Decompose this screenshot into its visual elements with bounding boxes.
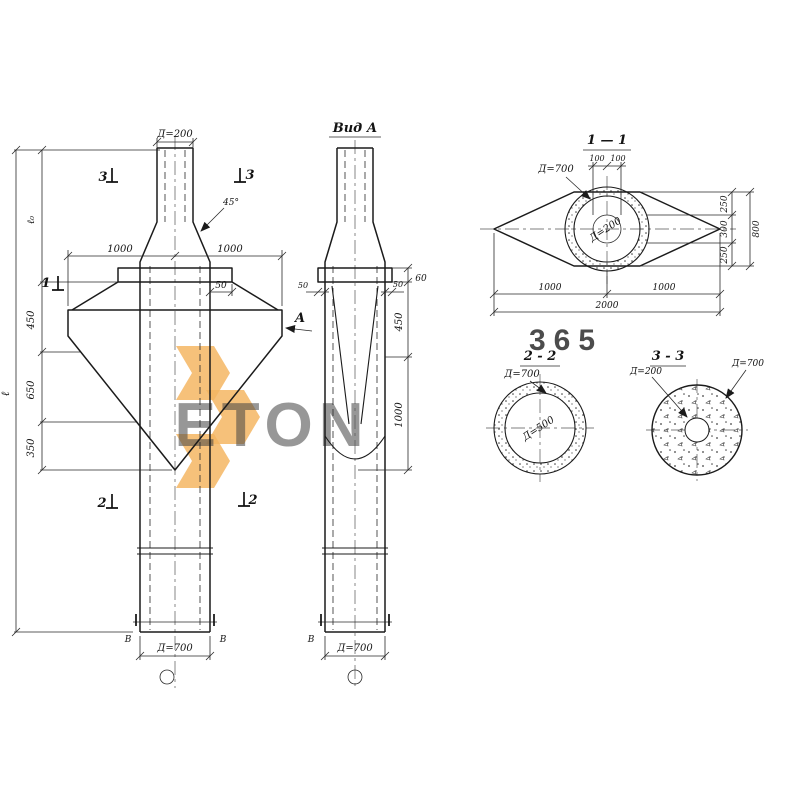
section-3-3-left-diameter-label: Д=200 (629, 367, 662, 377)
section-1-1: 1 — 1 Д=700 Д=200 100 100 250 300 250 80… (480, 133, 762, 317)
front-view-a-label: А (294, 311, 306, 326)
section-3-3-title: 3 - 3 (652, 349, 685, 364)
watermark-hexagon-icon (176, 434, 230, 488)
section-1-1-dim-2000: 2000 (595, 301, 619, 311)
side-hidden-lines (332, 150, 378, 630)
side-view-title: Вид А (332, 121, 378, 136)
section-1-1-hole-circle (592, 214, 622, 244)
front-dim-450: 450 (26, 310, 37, 331)
section-2-2-outer-diameter-label: Д=700 (503, 369, 540, 380)
section-1-1-dimension-ticks (489, 161, 755, 317)
section-3-3-leader-left (651, 376, 688, 418)
front-bottom-circle (159, 669, 175, 685)
front-top-diameter-label: Д=200 (156, 129, 193, 140)
watermark-letters: ETON (174, 391, 369, 460)
side-section-cut-marks (320, 614, 390, 626)
side-cone-silhouette (324, 285, 386, 460)
section-3-3: 3 - 3 Д=200 Д=700 (629, 349, 764, 481)
front-dim-650: 650 (26, 380, 37, 400)
side-dim-50-left: 50 (298, 281, 308, 290)
section-1-1-hexagon-outline (493, 191, 721, 267)
front-mark-b-right: В (219, 635, 227, 645)
watermark-number: 365 (529, 324, 603, 357)
section-1-1-dim-800: 800 (752, 220, 762, 237)
side-dim-50-right: 50 (393, 280, 403, 289)
section-2-2-inner-diameter-label: Д=500 (520, 414, 557, 444)
section-1-1-inner-diameter-label: Д=200 (587, 215, 624, 245)
front-flange (71, 267, 279, 311)
section-1-1-dim-1000-left: 1000 (539, 283, 562, 293)
front-dim-50: 50 (215, 281, 227, 291)
section-1-1-dim-250-bottom: 250 (720, 246, 730, 264)
front-mark-3-left: 3 (98, 170, 107, 185)
section-2-2-outer-circle (493, 381, 587, 475)
section-1-1-dim-100-left: 100 (589, 154, 604, 163)
section-1-1-outer-diameter-label: Д=700 (537, 164, 574, 175)
watermark: ETON 365 (174, 324, 603, 488)
section-1-1-dimension-lines (493, 162, 754, 316)
section-1-1-leader (565, 176, 591, 200)
section-1-1-inner-circle (573, 195, 641, 263)
section-3-3-leader-right (725, 369, 747, 399)
front-dim-1000-right: 1000 (217, 244, 243, 255)
side-dimension-ticks (313, 263, 413, 661)
section-2-2: 2 - 2 Д=700 Д=500 (486, 349, 594, 482)
front-angle-label: 45° (222, 198, 239, 208)
side-dim-60: 60 (415, 274, 427, 284)
front-view: Д=200 3 3 45° 1000 1000 50 1 ℓ₀ 450 650 … (0, 129, 313, 688)
front-bottom-diameter-label: Д=700 (156, 643, 193, 654)
section-1-1-title: 1 — 1 (587, 133, 627, 148)
side-mark-b: В (307, 635, 315, 645)
front-dim-350: 350 (26, 438, 37, 458)
front-mark-1: 1 (41, 276, 50, 291)
front-joint-lines (137, 547, 213, 555)
front-outline (139, 147, 211, 633)
section-1-1-dim-300: 300 (720, 220, 730, 237)
front-angle-leader (200, 207, 225, 232)
front-view-a-arrow (285, 325, 313, 334)
front-mark-b-left: В (124, 635, 132, 645)
section-1-1-dim-1000-right: 1000 (653, 283, 676, 293)
front-section-cut-marks (52, 168, 250, 626)
front-dim-total-length: ℓ (0, 391, 12, 396)
side-outline (324, 147, 386, 633)
front-mark-3-right: 3 (245, 168, 254, 183)
section-3-3-right-diameter-label: Д=700 (731, 359, 764, 369)
side-dim-450: 450 (394, 312, 405, 333)
section-2-2-title: 2 - 2 (523, 349, 557, 364)
front-dimension-lines (14, 138, 283, 660)
watermark-hexagon-icon (206, 390, 260, 444)
section-1-1-dim-250-top: 250 (720, 195, 730, 213)
side-joint-lines (322, 547, 388, 555)
front-dimension-ticks (11, 137, 287, 661)
section-1-1-dim-100-right: 100 (610, 154, 625, 163)
section-2-2-leader (529, 380, 547, 394)
section-3-3-hole-circle (684, 417, 710, 443)
watermark-hexagon-icon (176, 346, 230, 400)
front-skirt (67, 309, 283, 471)
side-dim-1000: 1000 (394, 402, 405, 428)
front-mark-2-right: 2 (247, 493, 257, 508)
front-mark-2-left: 2 (96, 496, 106, 511)
front-hidden-lines (149, 150, 201, 630)
front-dim-1000-left: 1000 (107, 244, 133, 255)
side-view: Вид А 50 50 60 450 1000 В Д=700 (298, 121, 427, 688)
front-dim-l0: ℓ₀ (26, 216, 37, 224)
side-bottom-diameter-label: Д=700 (336, 643, 373, 654)
side-bottom-circle (347, 669, 363, 685)
